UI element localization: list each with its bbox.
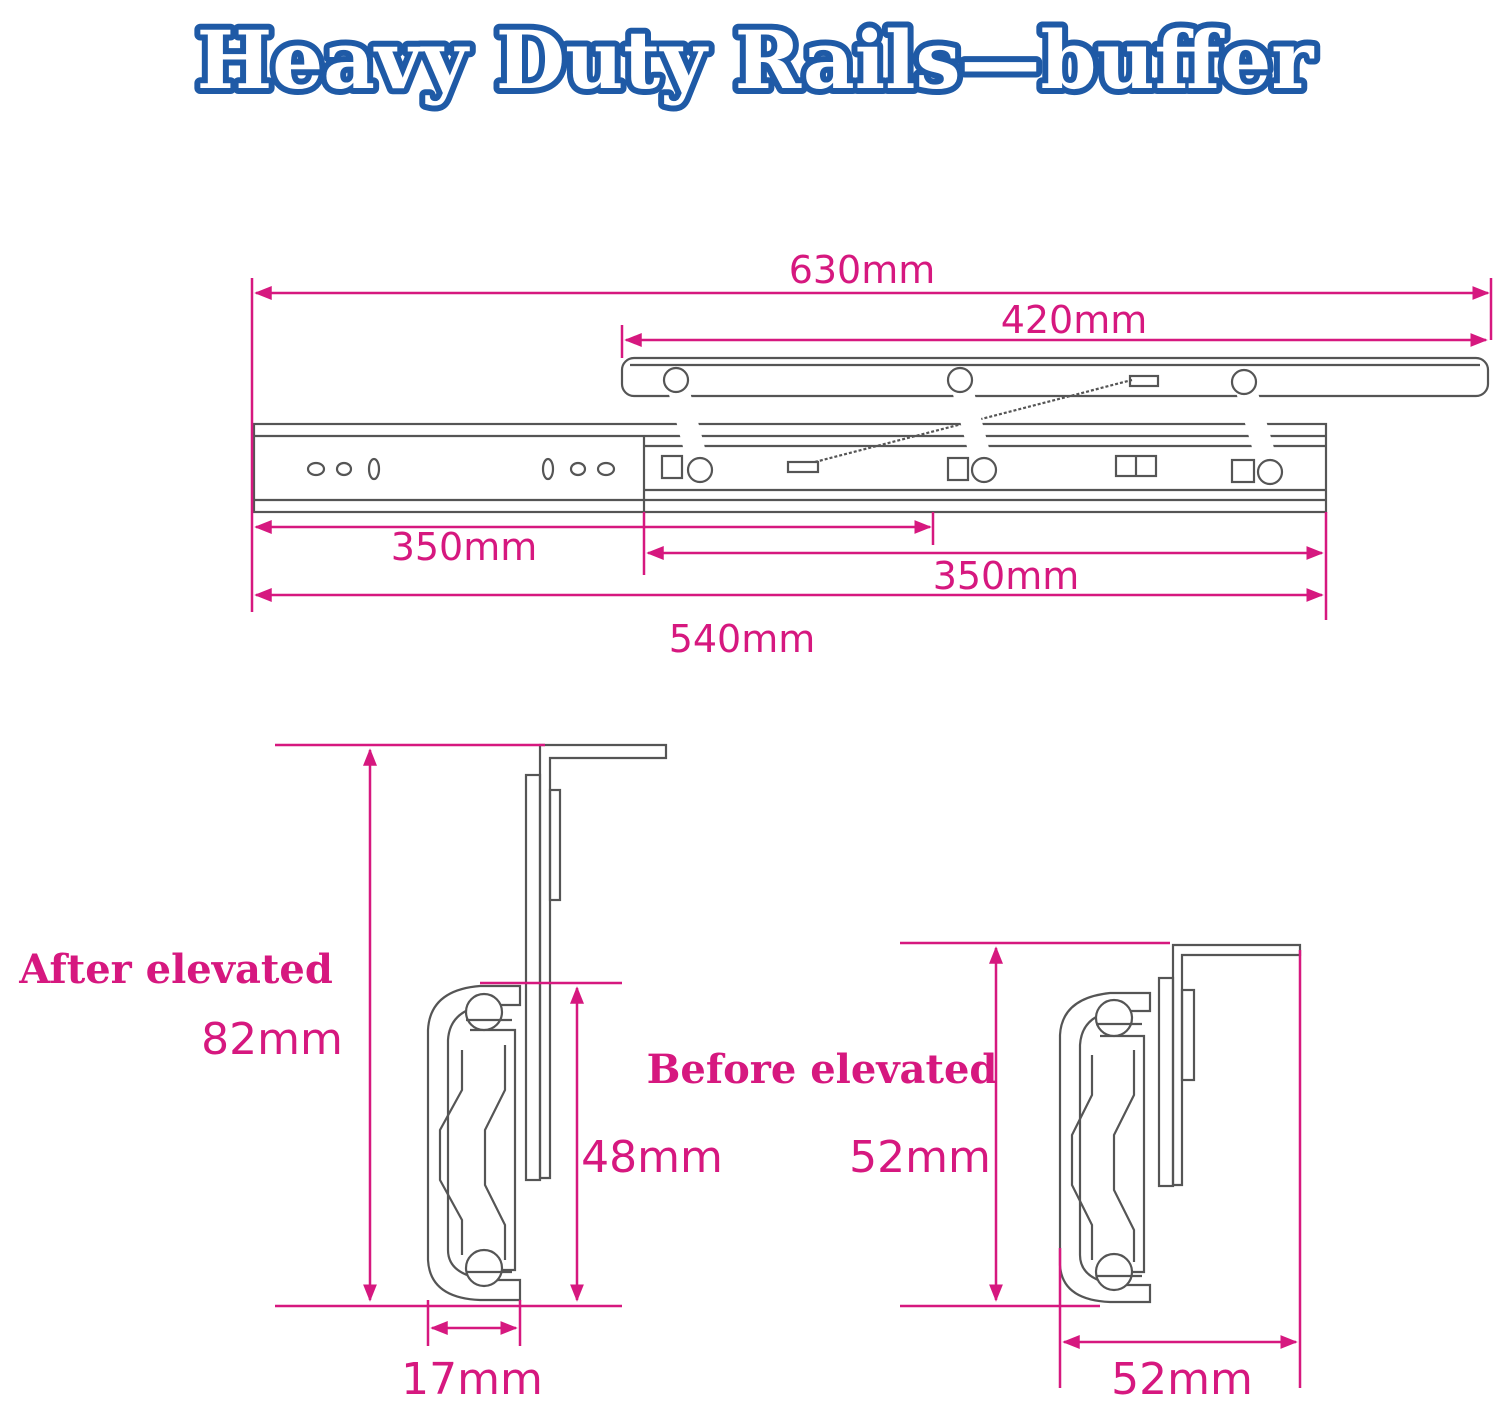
- before-elevated-label: Before elevated: [647, 1046, 998, 1093]
- dim-630mm: 630mm: [789, 248, 936, 292]
- cross-section-before-drawing: [1058, 943, 1302, 1304]
- dim-540mm: 540mm: [669, 617, 816, 661]
- cross-section-after-dimensions: [275, 743, 622, 1346]
- dim-82mm: 82mm: [201, 1014, 343, 1065]
- dim-48mm: 48mm: [581, 1132, 723, 1183]
- dim-350mm-upper: 350mm: [391, 525, 538, 569]
- dim-52mm-height: 52mm: [849, 1132, 991, 1183]
- page-title: Heavy Duty Rails—buffer: [197, 13, 1315, 107]
- side-view-dimensions: [250, 278, 1493, 620]
- after-elevated-label: After elevated: [18, 946, 333, 993]
- side-view-drawing: [252, 356, 1490, 514]
- dim-420mm: 420mm: [1001, 298, 1148, 342]
- dim-52mm-width: 52mm: [1111, 1354, 1253, 1404]
- dim-350mm-lower: 350mm: [933, 554, 1080, 598]
- dim-17mm: 17mm: [401, 1354, 543, 1404]
- cross-section-before-dimensions: [900, 941, 1302, 1388]
- cross-section-after-drawing: [426, 743, 668, 1302]
